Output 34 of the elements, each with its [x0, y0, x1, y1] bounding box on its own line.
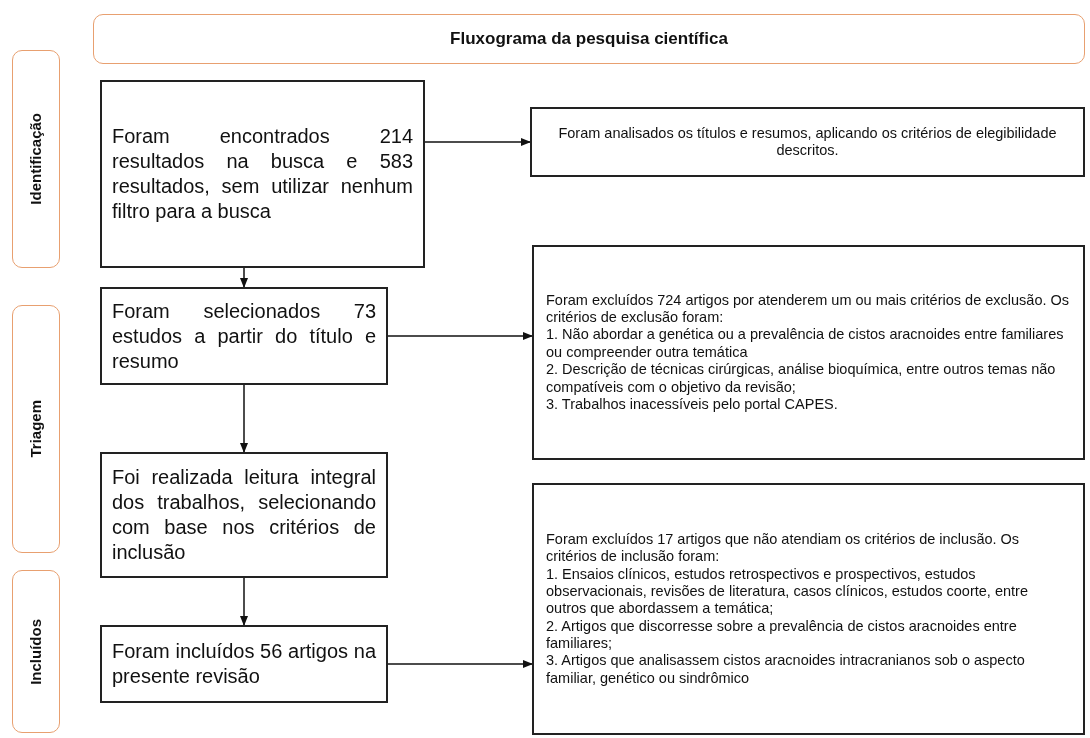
box-text: Identificação	[27, 113, 45, 205]
box-text: Foram incluídos 56 artigos na presente revisão	[112, 639, 376, 689]
box-text: Foram encontrados 214 resultados na busca e 583 resultados, sem utilizar nenhum filtro para a busca	[112, 124, 413, 224]
title-box	[93, 14, 1085, 64]
box-text: Foram analisados os títulos e resumos, aplicando os critérios de elegibilidade descritos.	[557, 124, 1058, 160]
box-text: 1. Ensaios clínicos, estudos retrospectivos e prospectivos, estudos observacionais, revisões de literatura, casos clínicos, estudos coorte, entre outros que abordassem a temática;	[546, 565, 1029, 618]
stage-label-box	[12, 305, 60, 553]
process-box	[100, 452, 388, 578]
process-box	[100, 80, 425, 268]
arrow	[240, 577, 248, 626]
box-text: Foram selecionados 73 estudos a partir do título e resumo	[112, 298, 376, 374]
arrow	[240, 384, 248, 453]
box-text: 3. Artigos que analisassem cistos aracnoides intracranianos sob o aspecto familiar, genético ou sindrômico	[546, 652, 1026, 688]
arrow	[387, 332, 533, 340]
title-text: Fluxograma da pesquisa científica	[450, 28, 728, 50]
box-text: Foram excluídos 17 artigos que não atendiam os critérios de inclusão. Os critérios de inclusão foram:	[546, 530, 1021, 566]
process-box	[530, 107, 1085, 177]
arrow	[424, 138, 531, 146]
arrow	[387, 660, 533, 668]
box-text: Triagem	[27, 400, 45, 458]
process-box	[532, 245, 1085, 460]
box-text: 2. Descrição de técnicas cirúrgicas, análise bioquímica, entre outros temas não compatíveis com o objetivo da revisão;	[546, 361, 1057, 396]
box-text: Incluídos	[27, 618, 45, 685]
stage-label-box	[12, 570, 60, 733]
box-text: Foi realizada leitura integral dos trabalhos, selecionando com base nos critérios de inclusão	[112, 465, 376, 565]
process-box	[532, 483, 1085, 735]
box-text: 1. Não abordar a genética ou a prevalência de cistos aracnoides entre familiares ou compreender outra temática	[546, 326, 1065, 362]
process-box	[100, 625, 388, 703]
arrow	[240, 267, 248, 288]
box-text: 3. Trabalhos inacessíveis pelo portal CAPES.	[546, 395, 839, 414]
process-box	[100, 287, 388, 385]
stage-label-box	[12, 50, 60, 268]
box-text: 2. Artigos que discorresse sobre a prevalência de cistos aracnoides entre familiares;	[546, 617, 1018, 653]
box-text: Foram excluídos 724 artigos por atenderem um ou mais critérios de exclusão. Os critérios de exclusão foram:	[546, 291, 1071, 327]
